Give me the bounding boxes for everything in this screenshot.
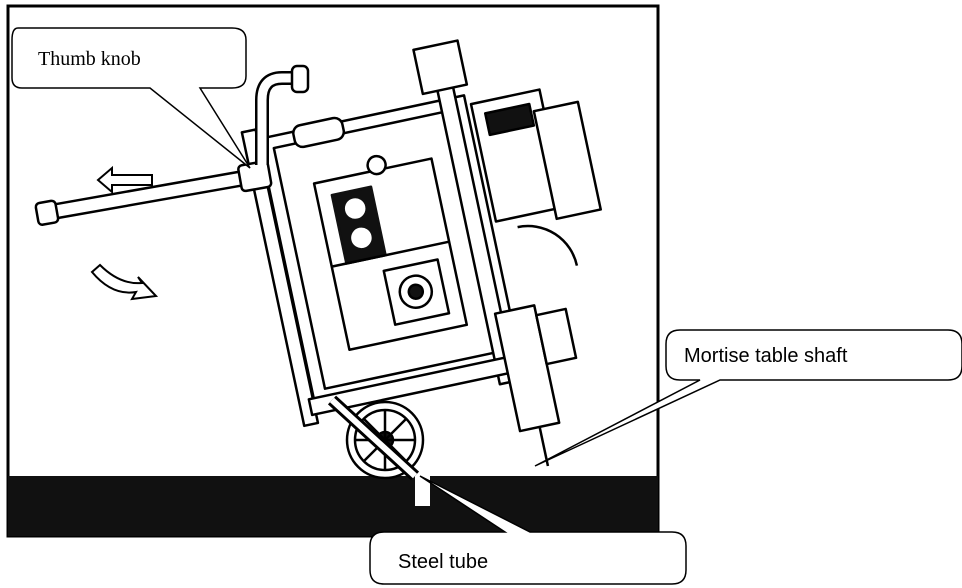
pull-arrow-left — [96, 165, 153, 195]
callout-mortise-label: Mortise table shaft — [684, 345, 848, 367]
callout-thumb-knob-label: Thumb knob — [38, 48, 141, 70]
machine-illustration — [34, 39, 602, 481]
callout-thumb-knob: Thumb knob — [11, 27, 251, 169]
ground-floor — [8, 476, 658, 536]
tilt-arrow-down — [90, 263, 159, 301]
callout-mortise-table-shaft: Mortise table shaft — [534, 329, 962, 467]
callout-steel-tube-label: Steel tube — [398, 551, 488, 573]
ground-step-gap — [415, 476, 430, 506]
left-post — [240, 128, 320, 428]
callout-steel-tube: Steel tube — [369, 475, 687, 585]
